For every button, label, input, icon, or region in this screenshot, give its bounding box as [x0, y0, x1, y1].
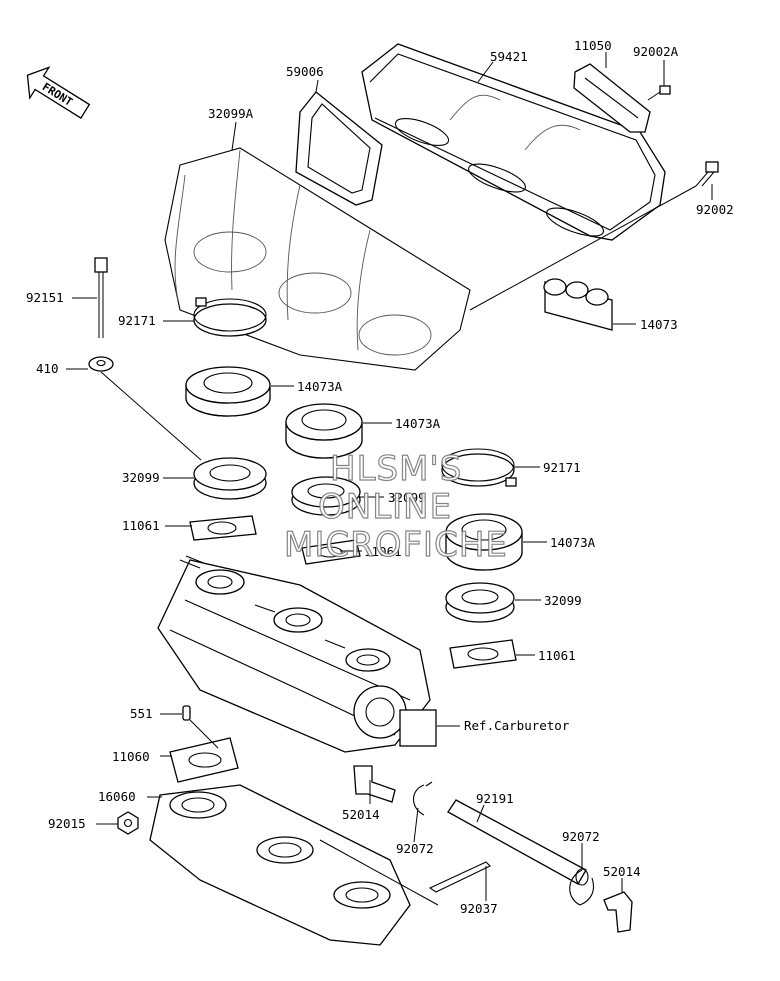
ring-32099-c — [445, 582, 515, 623]
label-11061-c: 11061 — [538, 648, 576, 663]
label-92191: 92191 — [476, 791, 514, 806]
fitting-52014-a — [353, 765, 396, 803]
clip-92072-a — [412, 781, 433, 816]
clamp-92171-a — [193, 297, 267, 337]
label-14073: 14073 — [640, 317, 678, 332]
gasket-11060 — [169, 737, 239, 783]
label-32099-b: 32099 — [388, 490, 426, 505]
gasket-11061-b — [301, 539, 361, 565]
watermark-line-2: ONLINE — [318, 487, 452, 527]
watermark-line-3: MICROFICHE — [284, 525, 508, 565]
bracket-11050 — [573, 63, 671, 133]
watermark-line-1: HLSM'S — [330, 449, 462, 489]
boot-14073A-a — [185, 366, 271, 417]
air-box-housing — [164, 147, 471, 371]
ring-32099-a — [193, 457, 267, 500]
pin-551 — [182, 705, 191, 721]
bolt-92002 — [695, 161, 719, 187]
label-92002A: 92002A — [633, 44, 679, 59]
nut-92015 — [117, 811, 139, 835]
front-arrow: FRONT — [26, 66, 91, 119]
tube-14073 — [543, 278, 613, 331]
watermark: HLSM'S ONLINE MICROFICHE — [283, 448, 508, 565]
boot-14073A-c — [445, 513, 523, 571]
label-52014-a: 52014 — [342, 807, 380, 822]
label-59006: 59006 — [286, 64, 324, 79]
label-32099A: 32099A — [208, 106, 254, 121]
label-52014-b: 52014 — [603, 864, 641, 879]
label-92072-b: 92072 — [562, 829, 600, 844]
label-11061-b: 11061 — [364, 544, 402, 559]
part-labels: 11050 92002A 59421 59006 32099A 92002 92… — [26, 38, 734, 916]
boot-14073A-b — [285, 403, 363, 459]
label-92072-a: 92072 — [396, 841, 434, 856]
gasket-11061-c — [449, 639, 517, 669]
label-551: 551 — [130, 706, 153, 721]
carburetor-assembly — [157, 555, 437, 753]
label-92015: 92015 — [48, 816, 86, 831]
clamp-92171-b — [441, 448, 517, 487]
label-14073A-b: 14073A — [395, 416, 441, 431]
ring-32099-b — [291, 476, 361, 516]
hose-92191 — [447, 799, 589, 886]
label-14073A-a: 14073A — [297, 379, 343, 394]
label-92171-a: 92171 — [118, 313, 156, 328]
label-32099-a: 32099 — [122, 470, 160, 485]
air-box-cover — [361, 43, 666, 241]
tie-92037 — [428, 861, 491, 893]
label-92171-b: 92171 — [543, 460, 581, 475]
label-92037: 92037 — [460, 901, 498, 916]
label-14073A-c: 14073A — [550, 535, 596, 550]
bolt-92151 — [88, 257, 114, 372]
label-59421: 59421 — [490, 49, 528, 64]
fitting-52014-b — [603, 891, 633, 933]
label-11050: 11050 — [574, 38, 612, 53]
label-16060: 16060 — [98, 789, 136, 804]
intake-manifold — [149, 784, 411, 946]
label-92151: 92151 — [26, 290, 64, 305]
leader-lines — [66, 52, 713, 906]
label-92002: 92002 — [696, 202, 734, 217]
label-11060: 11060 — [112, 749, 150, 764]
label-11061-a: 11061 — [122, 518, 160, 533]
label-410: 410 — [36, 361, 59, 376]
clip-92072-b — [569, 869, 595, 906]
gasket-11061-a — [189, 515, 257, 541]
label-32099-c: 32099 — [544, 593, 582, 608]
label-ref-carburetor: Ref.Carburetor — [464, 718, 570, 733]
